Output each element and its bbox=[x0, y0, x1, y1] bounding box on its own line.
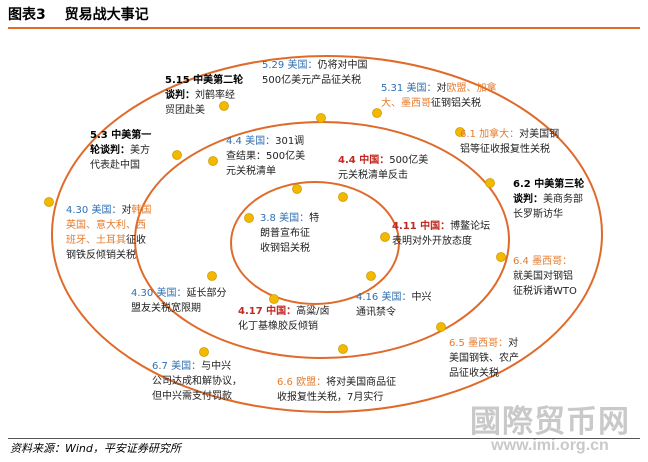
event-node-e0503 bbox=[172, 150, 182, 160]
event-0430-us-allies-label: 4.30 美国：延长部分 盟友关税宽限期 bbox=[131, 288, 227, 314]
footer-rule bbox=[8, 438, 640, 439]
event-0602-label: 6.2 中美第三轮 谈判：美商务部 长罗斯访华 bbox=[513, 179, 585, 220]
event-0404-cn-label: 4.4 中国：500亿美 元关税清单反击 bbox=[338, 155, 429, 181]
event-node-e0404b bbox=[338, 192, 348, 202]
event-0411-label: 4.11 中国：博鳌论坛 表明对外开放态度 bbox=[392, 221, 491, 247]
event-0606-label: 6.6 欧盟：将对美国商品征 收报复性关税，7月实行 bbox=[277, 377, 397, 403]
event-0416-label: 4.16 美国：中兴 通讯禁令 bbox=[356, 292, 432, 318]
event-node-e0605 bbox=[436, 322, 446, 332]
event-node-e0515 bbox=[219, 101, 229, 111]
event-node-e0529 bbox=[316, 113, 326, 123]
source-note: 资料来源：Wind，平安证券研究所 bbox=[10, 442, 181, 455]
figure-header: 图表3 贸易战大事记 bbox=[8, 4, 149, 24]
event-0503-label: 5.3 中美第一 轮谈判：美方 代表赴中国 bbox=[90, 130, 152, 171]
header-rule bbox=[8, 27, 640, 29]
event-node-e0607 bbox=[199, 347, 209, 357]
event-node-e0416 bbox=[366, 271, 376, 281]
event-node-e0602 bbox=[485, 178, 495, 188]
event-node-e0601 bbox=[455, 127, 465, 137]
watermark-url: www.imi.org.cn bbox=[491, 437, 609, 454]
event-node-e0404a bbox=[208, 156, 218, 166]
event-node-e0430a bbox=[207, 271, 217, 281]
event-0607-label: 6.7 美国：与中兴 公司达成和解协议， 但中兴需支付罚款 bbox=[152, 361, 242, 402]
event-0531-label: 5.31 美国：对欧盟、加拿 大、墨西哥征钢铝关税 bbox=[381, 83, 497, 109]
event-node-e0411 bbox=[380, 232, 390, 242]
event-0430-antidumping-label: 4.30 美国：对韩国 英国、意大利、西 班牙、土耳其征收 钢铁反倾销关税 bbox=[66, 205, 152, 261]
event-node-e0606 bbox=[338, 344, 348, 354]
event-node-e0604 bbox=[496, 252, 506, 262]
event-0404-us-label: 4.4 美国：301调 查结果：500亿美 元关税清单 bbox=[226, 136, 306, 177]
watermark: 國際贸币网 www.imi.org.cn bbox=[462, 396, 638, 455]
event-0308-label: 3.8 美国：特 朗普宣布征 收钢铝关税 bbox=[260, 213, 320, 254]
event-node-e0322 bbox=[292, 184, 302, 194]
watermark-logo-text: 國際贸币网 bbox=[470, 404, 630, 440]
ring-inner bbox=[230, 181, 400, 305]
event-0604-label: 6.4 墨西哥： 就美国对钢铝 征税诉诸WTO bbox=[513, 256, 577, 297]
figure-title: 贸易战大事记 bbox=[64, 7, 149, 23]
event-node-e0308 bbox=[244, 213, 254, 223]
event-node-e0531 bbox=[372, 108, 382, 118]
event-0515-label: 5.15 中美第二轮 谈判：刘鹤率经 贸团赴美 bbox=[165, 75, 244, 116]
event-0601-label: 6.1 加拿大：对美国钢 铝等征收报复性关税 bbox=[460, 129, 560, 155]
event-node-e0417 bbox=[269, 294, 279, 304]
event-0417-label: 4.17 中国：高粱/卤 化丁基橡胶反倾销 bbox=[238, 306, 330, 332]
figure-number: 图表3 bbox=[8, 7, 46, 23]
event-0529-label: 5.29 美国：仍将对中国 500亿美元产品征关税 bbox=[262, 60, 368, 86]
ring-outer bbox=[51, 55, 603, 413]
event-0605-label: 6.5 墨西哥：对 美国钢铁、农产 品征收关税 bbox=[449, 338, 519, 379]
event-node-e0430b bbox=[44, 197, 54, 207]
